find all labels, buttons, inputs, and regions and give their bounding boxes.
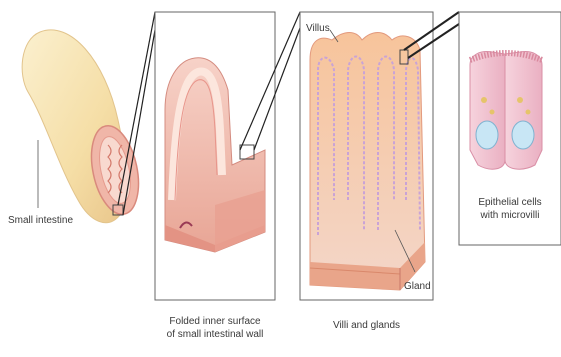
folded-surface-caption-line2: of small intestinal wall <box>150 328 280 341</box>
epithelial-caption: Epithelial cells with microvilli <box>459 196 561 222</box>
folded-surface-caption-line1: Folded inner surface <box>150 315 280 328</box>
epithelial-cells-illustration <box>470 52 542 170</box>
villi-glands-caption: Villi and glands <box>300 319 433 332</box>
folded-surface-caption: Folded inner surface of small intestinal… <box>150 315 280 341</box>
gland-label: Gland <box>404 280 431 293</box>
epithelial-caption-line2: with microvilli <box>459 209 561 222</box>
small-intestine-illustration <box>22 30 146 223</box>
villi-illustration <box>310 33 425 291</box>
epithelial-caption-line1: Epithelial cells <box>459 196 561 209</box>
small-intestine-label: Small intestine <box>8 214 73 227</box>
villus-label: Villus <box>306 22 330 35</box>
